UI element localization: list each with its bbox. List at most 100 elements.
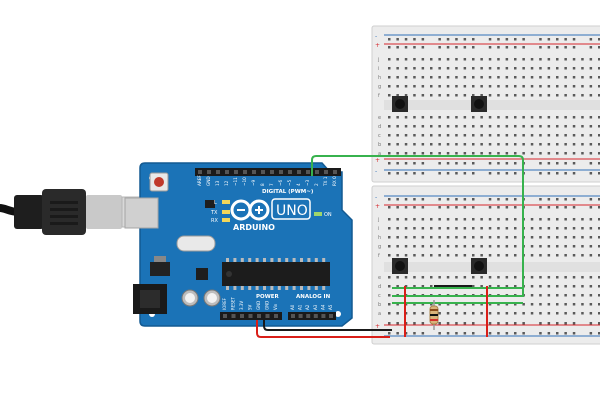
terminal-hole[interactable]: [547, 285, 551, 288]
header-hole[interactable]: [216, 170, 220, 174]
terminal-hole[interactable]: [472, 218, 475, 221]
terminal-hole[interactable]: [388, 254, 391, 257]
terminal-hole[interactable]: [589, 245, 593, 248]
terminal-hole[interactable]: [396, 134, 399, 137]
rail-hole[interactable]: [438, 38, 441, 41]
terminal-hole[interactable]: [488, 254, 492, 257]
terminal-hole[interactable]: [413, 285, 416, 288]
terminal-hole[interactable]: [598, 312, 600, 315]
terminal-hole[interactable]: [388, 76, 391, 79]
header-hole[interactable]: [248, 314, 253, 318]
terminal-hole[interactable]: [514, 218, 517, 221]
terminal-hole[interactable]: [514, 125, 517, 128]
rail-hole[interactable]: [455, 322, 458, 325]
terminal-hole[interactable]: [388, 143, 391, 146]
rail-hole[interactable]: [472, 332, 475, 335]
terminal-hole[interactable]: [438, 254, 441, 257]
rail-hole[interactable]: [463, 46, 467, 49]
terminal-hole[interactable]: [430, 85, 433, 88]
rail-hole[interactable]: [455, 198, 458, 201]
terminal-hole[interactable]: [556, 294, 559, 297]
terminal-hole[interactable]: [556, 218, 559, 221]
terminal-hole[interactable]: [472, 236, 475, 239]
terminal-hole[interactable]: [463, 58, 467, 61]
terminal-hole[interactable]: [430, 94, 433, 97]
rail-hole[interactable]: [413, 322, 416, 325]
terminal-hole[interactable]: [598, 143, 600, 146]
terminal-hole[interactable]: [463, 134, 467, 137]
terminal-hole[interactable]: [438, 276, 441, 279]
terminal-hole[interactable]: [396, 76, 399, 79]
rail-hole[interactable]: [488, 46, 492, 49]
terminal-hole[interactable]: [556, 236, 559, 239]
terminal-hole[interactable]: [413, 125, 416, 128]
rail-hole[interactable]: [598, 198, 600, 201]
terminal-hole[interactable]: [430, 227, 433, 230]
terminal-hole[interactable]: [497, 254, 500, 257]
terminal-hole[interactable]: [455, 67, 458, 70]
rail-hole[interactable]: [564, 38, 567, 41]
rail-hole[interactable]: [547, 206, 551, 209]
terminal-hole[interactable]: [530, 285, 534, 288]
terminal-hole[interactable]: [522, 58, 525, 61]
terminal-hole[interactable]: [547, 218, 551, 221]
rail-hole[interactable]: [556, 162, 559, 165]
terminal-hole[interactable]: [572, 294, 576, 297]
terminal-hole[interactable]: [514, 227, 517, 230]
rail-hole[interactable]: [455, 332, 458, 335]
header-hole[interactable]: [324, 170, 328, 174]
terminal-hole[interactable]: [547, 303, 551, 306]
terminal-hole[interactable]: [530, 303, 534, 306]
rail-hole[interactable]: [572, 46, 576, 49]
terminal-hole[interactable]: [472, 254, 475, 257]
rail-hole[interactable]: [388, 38, 391, 41]
terminal-hole[interactable]: [480, 125, 483, 128]
terminal-hole[interactable]: [598, 245, 600, 248]
terminal-hole[interactable]: [396, 227, 399, 230]
terminal-hole[interactable]: [446, 116, 450, 119]
terminal-hole[interactable]: [480, 116, 483, 119]
rail-hole[interactable]: [572, 162, 576, 165]
rail-hole[interactable]: [598, 38, 600, 41]
rail-hole[interactable]: [404, 38, 408, 41]
rail-hole[interactable]: [463, 172, 467, 175]
terminal-hole[interactable]: [480, 303, 483, 306]
rail-hole[interactable]: [497, 38, 500, 41]
terminal-hole[interactable]: [556, 94, 559, 97]
signal-wire-green[interactable]: [311, 155, 524, 297]
terminal-hole[interactable]: [388, 245, 391, 248]
terminal-hole[interactable]: [547, 276, 551, 279]
header-hole[interactable]: [313, 314, 318, 318]
rail-hole[interactable]: [472, 172, 475, 175]
terminal-hole[interactable]: [488, 58, 492, 61]
terminal-hole[interactable]: [404, 143, 408, 146]
terminal-hole[interactable]: [421, 276, 425, 279]
terminal-hole[interactable]: [438, 312, 441, 315]
terminal-hole[interactable]: [581, 94, 584, 97]
terminal-hole[interactable]: [581, 218, 584, 221]
rail-hole[interactable]: [438, 46, 441, 49]
rail-hole[interactable]: [556, 46, 559, 49]
terminal-hole[interactable]: [421, 125, 425, 128]
terminal-hole[interactable]: [472, 94, 475, 97]
terminal-hole[interactable]: [497, 76, 500, 79]
rail-hole[interactable]: [472, 206, 475, 209]
terminal-hole[interactable]: [581, 294, 584, 297]
terminal-hole[interactable]: [556, 245, 559, 248]
rail-hole[interactable]: [463, 38, 467, 41]
terminal-hole[interactable]: [598, 227, 600, 230]
terminal-hole[interactable]: [547, 294, 551, 297]
terminal-hole[interactable]: [413, 94, 416, 97]
terminal-hole[interactable]: [539, 67, 542, 70]
terminal-hole[interactable]: [581, 236, 584, 239]
rail-hole[interactable]: [413, 172, 416, 175]
rail-hole[interactable]: [514, 162, 517, 165]
terminal-hole[interactable]: [472, 245, 475, 248]
terminal-hole[interactable]: [539, 76, 542, 79]
terminal-hole[interactable]: [388, 227, 391, 230]
terminal-hole[interactable]: [413, 303, 416, 306]
terminal-hole[interactable]: [438, 116, 441, 119]
rail-hole[interactable]: [556, 206, 559, 209]
terminal-hole[interactable]: [547, 245, 551, 248]
terminal-hole[interactable]: [497, 152, 500, 155]
